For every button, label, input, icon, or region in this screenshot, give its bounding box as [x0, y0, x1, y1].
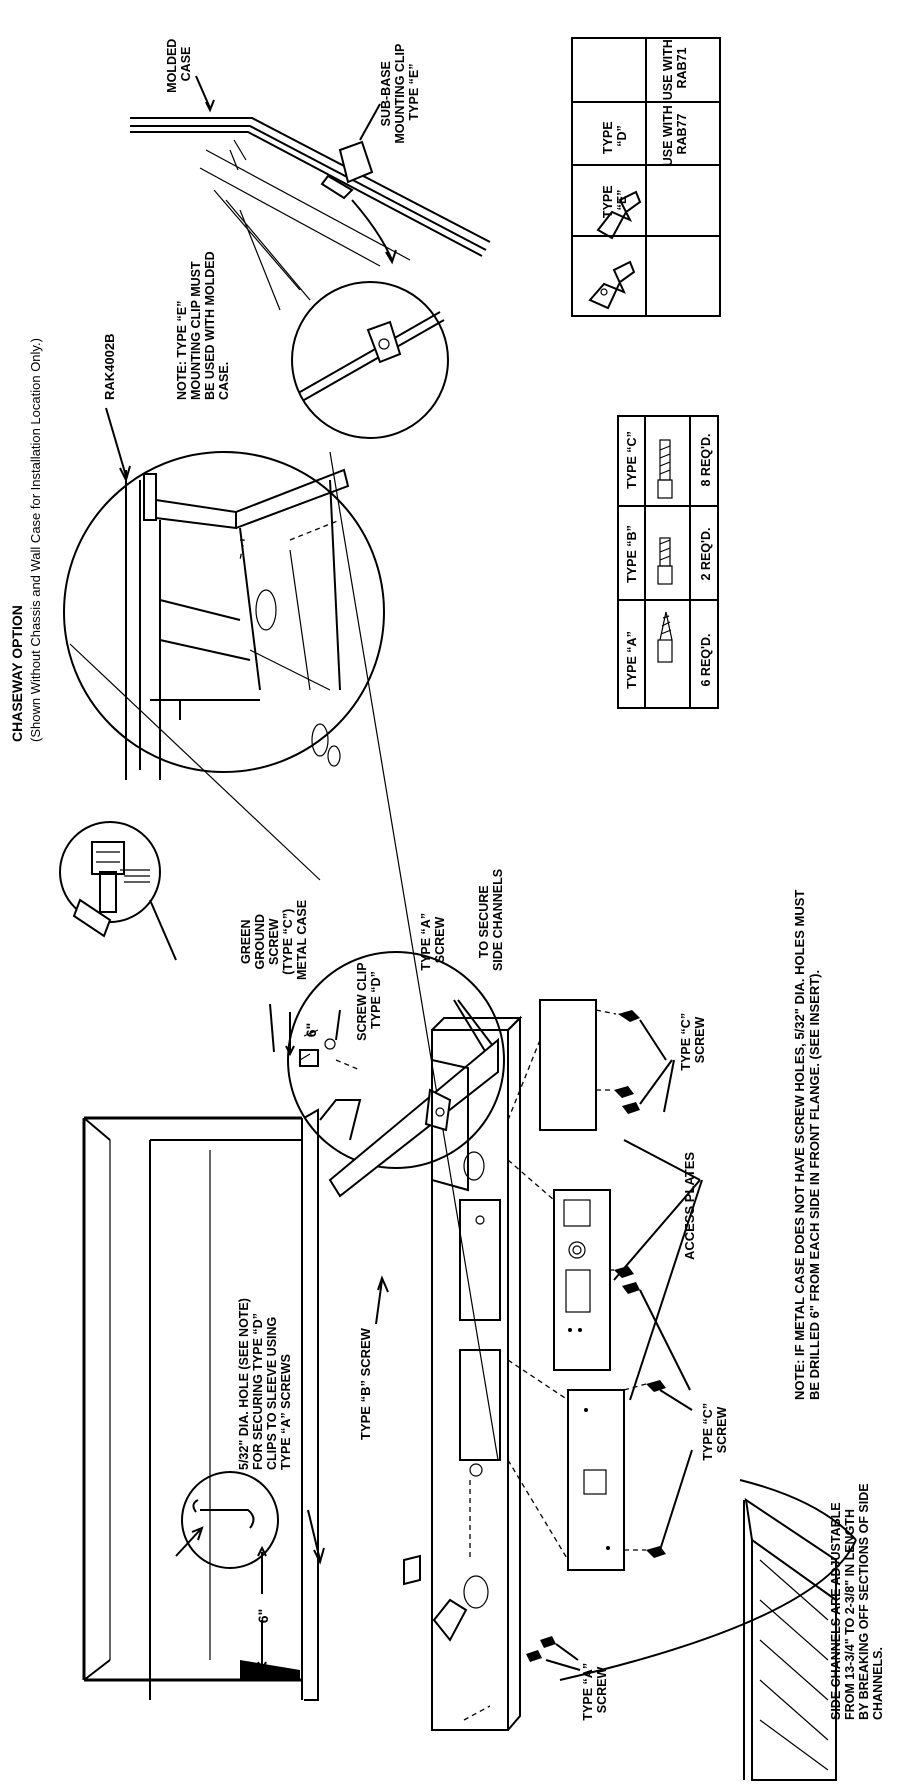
screw-b-qty: 2 REQ'D.	[699, 528, 713, 581]
access-plates	[539, 999, 625, 1571]
dim-6-left: 6"	[255, 1609, 271, 1623]
ground-screw-insert	[59, 821, 177, 961]
clip-e-icon	[596, 190, 642, 240]
screw-clip-d-label: SCREW CLIP TYPE “D”	[355, 959, 383, 1041]
clip-table: TYPE “D” USE WITH RAB71 TYPE “E” USE WIT…	[571, 36, 721, 317]
green-ground-label: GREEN GROUND SCREW (TYPE “C”) METAL CASE	[239, 900, 309, 1053]
green-ground-text: GREEN GROUND SCREW (TYPE “C”) METAL CASE	[239, 900, 309, 980]
screw-b-header: TYPE “B”	[625, 525, 639, 583]
type-c-screw-right-label: TYPE “C” SCREW	[679, 1009, 707, 1070]
metal-case-note: NOTE: IF METAL CASE DOES NOT HAVE SCREW …	[792, 886, 822, 1400]
title-line-2: (Shown Without Chassis and Wall Case for…	[28, 338, 43, 742]
side-channels-note: SIDE CHANNELS ARE ADJUSTABLE FROM 13-3/4…	[829, 1480, 885, 1720]
access-plate-left	[567, 1389, 625, 1571]
diagram-title: CHASEWAY OPTION (Shown Without Chassis a…	[9, 338, 43, 742]
type-b-screw-label: TYPE “B” SCREW	[358, 1327, 373, 1440]
to-secure-label: TO SECURE SIDE CHANNELS	[477, 869, 505, 971]
hook-insert-circle	[181, 1471, 279, 1569]
rak4002b-magnifier	[63, 451, 385, 780]
screw-c-icon	[657, 439, 673, 499]
type-a-screw-top-label: TYPE “A” SCREW	[419, 909, 447, 970]
hole-note-text: 5/32" DIA. HOLE (SEE NOTE) FOR SECURING …	[237, 1295, 293, 1470]
type-c-screw-left-label: TYPE “C” SCREW	[701, 1399, 729, 1460]
chaseway-channel	[299, 1015, 523, 1731]
clip-e-use-with: USE WITH RAB77	[661, 102, 689, 167]
clip-type-d-label: TYPE “D”	[601, 118, 629, 154]
title-line-1: CHASEWAY OPTION	[9, 605, 25, 742]
note-type-e: NOTE: TYPE “E” MOUNTING CLIP MUST BE USE…	[102, 248, 231, 483]
wall-sleeve: 6"	[82, 1108, 319, 1701]
screw-a-header: TYPE “A”	[625, 631, 639, 689]
sub-base-clip-magnifier	[291, 281, 449, 439]
access-plates-label: ACCESS PLATES	[682, 1152, 697, 1260]
type-a-screw-bottom-label: TYPE “A” SCREW	[581, 1659, 609, 1720]
note-type-e-text: NOTE: TYPE “E” MOUNTING CLIP MUST BE USE…	[175, 248, 231, 400]
rak4002b-label: RAK4002B	[102, 334, 117, 400]
screw-a-icon	[657, 611, 673, 663]
clip-d-icon	[588, 260, 636, 310]
molded-case-label: MOLDED CASE	[165, 35, 193, 93]
screw-clip-d-detail: SCREW CLIP TYPE “D”	[287, 951, 505, 1169]
screw-c-qty: 8 REQ'D.	[699, 434, 713, 487]
screw-b-icon	[657, 537, 673, 585]
access-plate-middle	[553, 1189, 611, 1371]
clip-d-use-with: USE WITH RAB71	[661, 36, 689, 101]
molded-case-detail: MOLDED CASE SUB-BASE MOUNTING CLIP TYPE …	[130, 35, 491, 439]
side-channel-piece	[743, 1497, 837, 1781]
access-plate-right	[539, 999, 597, 1131]
screw-table: TYPE “A” TYPE “B” TYPE “C” 6 REQ'D. 2 RE…	[617, 415, 719, 709]
hole-note: 5/32" DIA. HOLE (SEE NOTE) FOR SECURING …	[237, 1295, 325, 1565]
dim-6-right: 6"	[303, 1023, 319, 1037]
sub-base-clip-label: SUB-BASE MOUNTING CLIP TYPE “E”	[379, 40, 421, 143]
screw-a-qty: 6 REQ'D.	[699, 634, 713, 687]
screw-c-header: TYPE “C”	[625, 431, 639, 489]
